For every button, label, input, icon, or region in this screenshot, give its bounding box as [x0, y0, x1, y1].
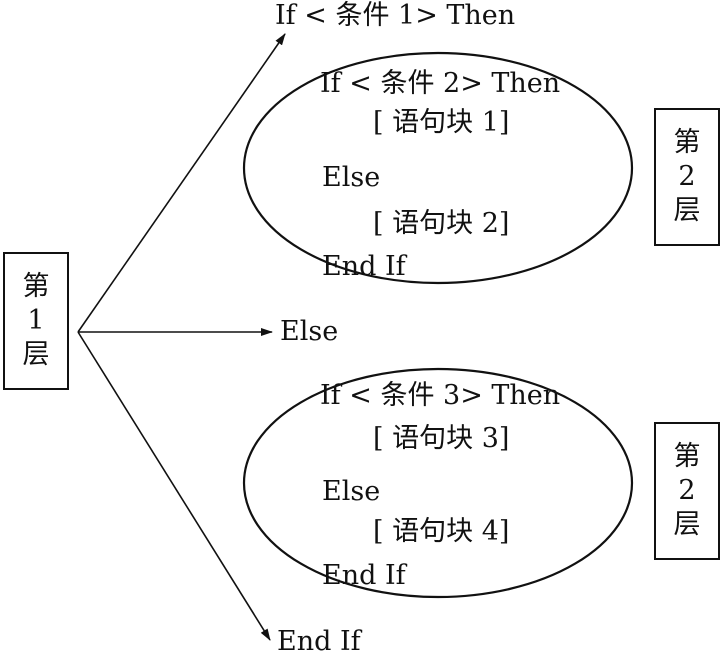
level-1-box-line3: 层 [22, 338, 50, 370]
arrow-to-endif [77, 331, 271, 641]
inner-2-else-line: Else [322, 476, 381, 507]
nested-block-ellipse-1 [242, 51, 634, 285]
inner-1-statement-1: [ 语句块 1] [373, 107, 510, 138]
inner-1-statement-2: [ 语句块 2] [373, 208, 510, 239]
level-2b-box-line3: 层 [673, 508, 701, 540]
inner-1-else-line: Else [322, 162, 381, 193]
level-1-box: 第 1 层 [3, 252, 69, 390]
arrow-to-if [77, 33, 286, 333]
outer-endif-line: End If [277, 626, 361, 657]
level-2b-box-line2: 2 [678, 475, 696, 507]
level-2-box-upper: 第 2 层 [654, 108, 720, 246]
level-2-box-lower: 第 2 层 [654, 422, 720, 560]
level-2a-box-line2: 2 [678, 161, 696, 193]
level-2a-box-line1: 第 [673, 127, 701, 159]
nested-block-ellipse-2 [242, 367, 634, 599]
level-2b-box-line1: 第 [673, 441, 701, 473]
level-1-box-line2: 1 [27, 305, 45, 337]
inner-2-endif-line: End If [322, 560, 406, 591]
inner-1-if-line: If < 条件 2> Then [320, 68, 561, 99]
inner-1-endif-line: End If [322, 251, 406, 282]
outer-if-line: If < 条件 1> Then [275, 0, 516, 31]
outer-else-line: Else [280, 316, 339, 347]
level-2a-box-line3: 层 [673, 194, 701, 226]
inner-2-statement-2: [ 语句块 4] [373, 516, 510, 547]
level-1-box-line1: 第 [22, 271, 50, 303]
inner-2-if-line: If < 条件 3> Then [320, 380, 561, 411]
inner-2-statement-1: [ 语句块 3] [373, 423, 510, 454]
